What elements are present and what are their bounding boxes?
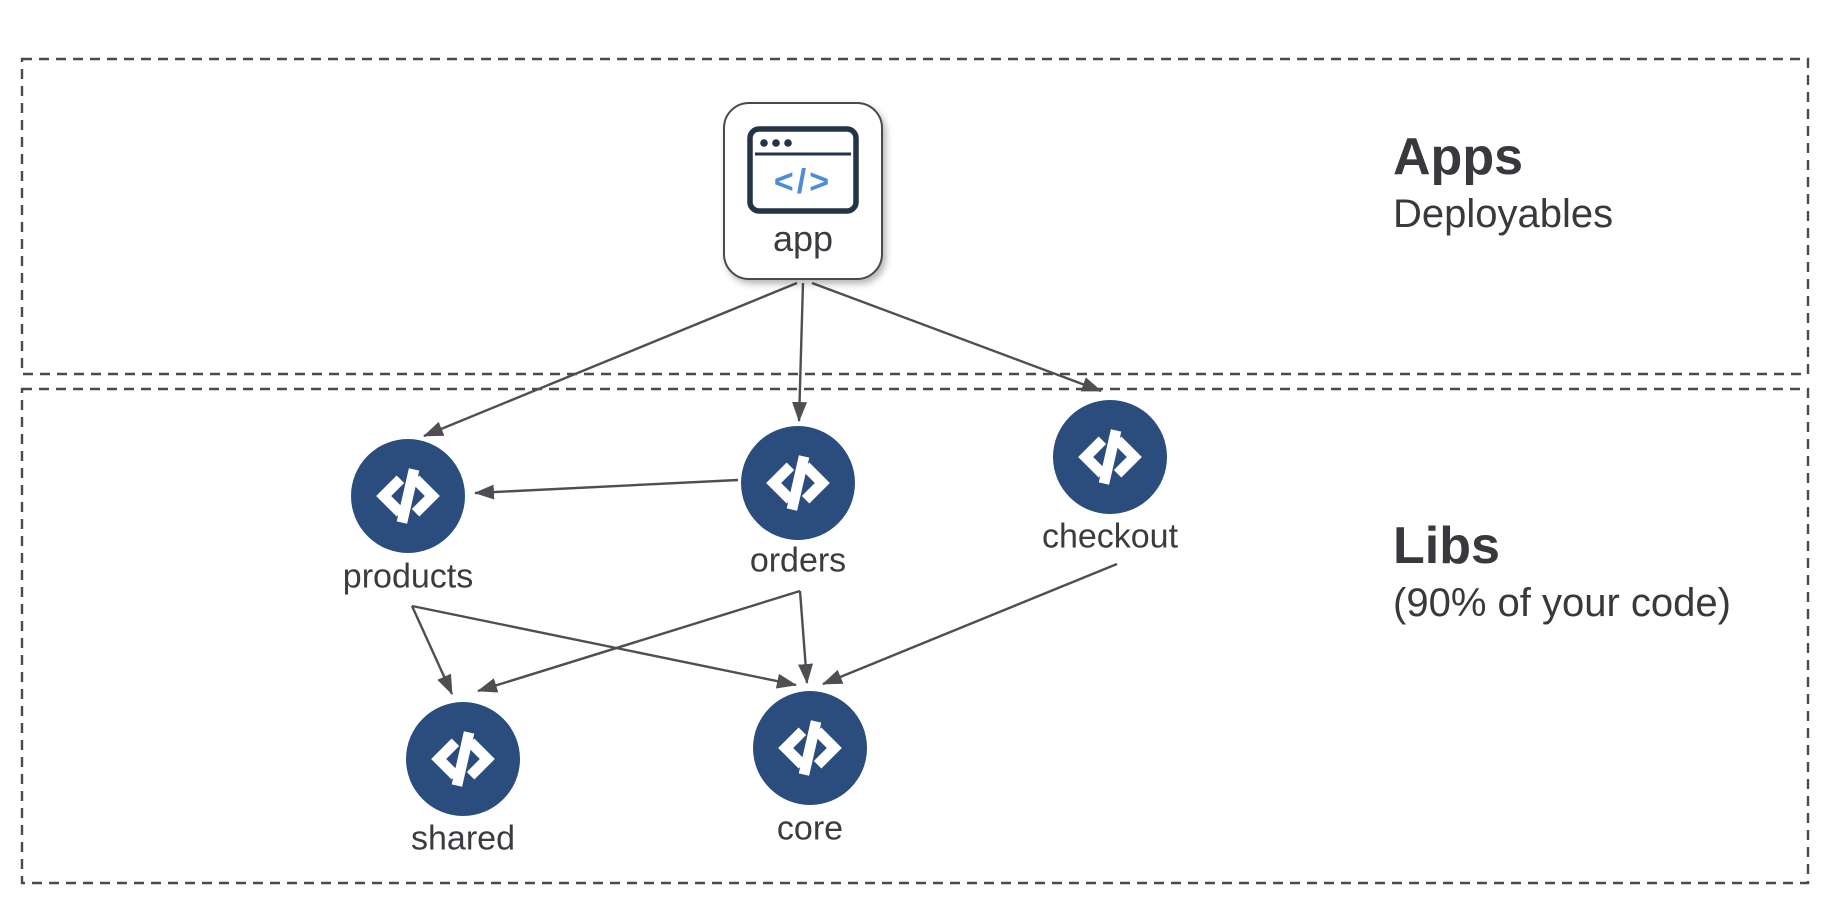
browser-code-glyph: </> [774, 163, 832, 201]
node-app: </> app [723, 102, 883, 280]
browser-dots-icon [760, 139, 792, 147]
libs-section-title: Libs [1393, 517, 1500, 575]
code-icon [766, 455, 830, 511]
code-icon [431, 731, 495, 787]
apps-section-border [20, 57, 1810, 376]
edge-products-shared [410, 605, 454, 695]
node-label-products: products [342, 557, 474, 596]
node-label-app: app [772, 218, 834, 259]
edge-orders-products [474, 478, 739, 500]
code-icon [778, 720, 842, 776]
edge-products-core [411, 604, 797, 689]
node-label-shared: shared [411, 819, 515, 858]
edge-checkout-core [822, 562, 1118, 686]
node-label-core: core [776, 809, 844, 848]
apps-section-subtitle: Deployables [1393, 192, 1614, 236]
edge-app-checkout [811, 281, 1102, 393]
node-checkout [1053, 400, 1167, 514]
node-shared [406, 702, 520, 816]
libs-section-subtitle: (90% of your code) [1393, 581, 1731, 625]
node-label-orders: orders [749, 541, 847, 580]
libs-section-title-block: Libs (90% of your code) [1393, 515, 1731, 629]
browser-code-icon: </> [747, 126, 859, 214]
node-label-checkout: checkout [1041, 517, 1179, 556]
code-icon [376, 468, 440, 524]
edge-orders-core [798, 590, 814, 684]
edge-app-orders [792, 282, 808, 422]
libs-section-border [20, 387, 1810, 885]
apps-section-title-block: Apps Deployables [1393, 126, 1613, 240]
node-products [351, 439, 465, 553]
browser-window-frame [747, 126, 859, 214]
code-icon [1078, 429, 1142, 485]
node-core [753, 691, 867, 805]
edge-app-products [423, 281, 798, 438]
edge-orders-shared [477, 589, 801, 693]
node-orders [741, 426, 855, 540]
apps-section-title: Apps [1393, 128, 1523, 186]
